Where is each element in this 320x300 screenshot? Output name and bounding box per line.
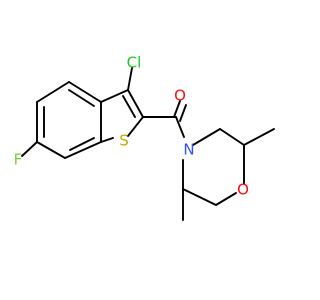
bond bbox=[127, 67, 133, 91]
molecule-structure-diagram: Cl O S F N O bbox=[14, 54, 275, 221]
bond bbox=[122, 95, 136, 118]
bond-lines bbox=[21, 67, 275, 221]
carbonyl-oxygen-atom-label: O bbox=[174, 87, 186, 105]
bond bbox=[100, 89, 129, 103]
bond bbox=[68, 81, 102, 103]
bond bbox=[36, 81, 70, 103]
bond bbox=[179, 104, 187, 122]
bond bbox=[173, 100, 181, 118]
bond bbox=[127, 116, 144, 137]
bond bbox=[100, 137, 114, 143]
bond bbox=[175, 116, 185, 138]
bond bbox=[243, 128, 275, 146]
ring-oxygen-atom-label: O bbox=[237, 181, 249, 199]
fluorine-atom-label: F bbox=[14, 151, 23, 169]
bond bbox=[68, 89, 95, 107]
bond bbox=[21, 141, 38, 157]
bond bbox=[182, 188, 217, 206]
bond bbox=[36, 141, 66, 159]
atom-labels: Cl O S F N O bbox=[14, 54, 249, 199]
chlorine-atom-label: Cl bbox=[127, 54, 142, 72]
bond bbox=[192, 128, 221, 146]
bond bbox=[127, 89, 144, 118]
bond bbox=[215, 192, 237, 206]
bond bbox=[219, 128, 245, 146]
bond bbox=[69, 137, 95, 151]
bond bbox=[64, 141, 102, 159]
nitrogen-atom-label: N bbox=[183, 141, 194, 159]
sulfur-atom-label: S bbox=[119, 132, 129, 150]
